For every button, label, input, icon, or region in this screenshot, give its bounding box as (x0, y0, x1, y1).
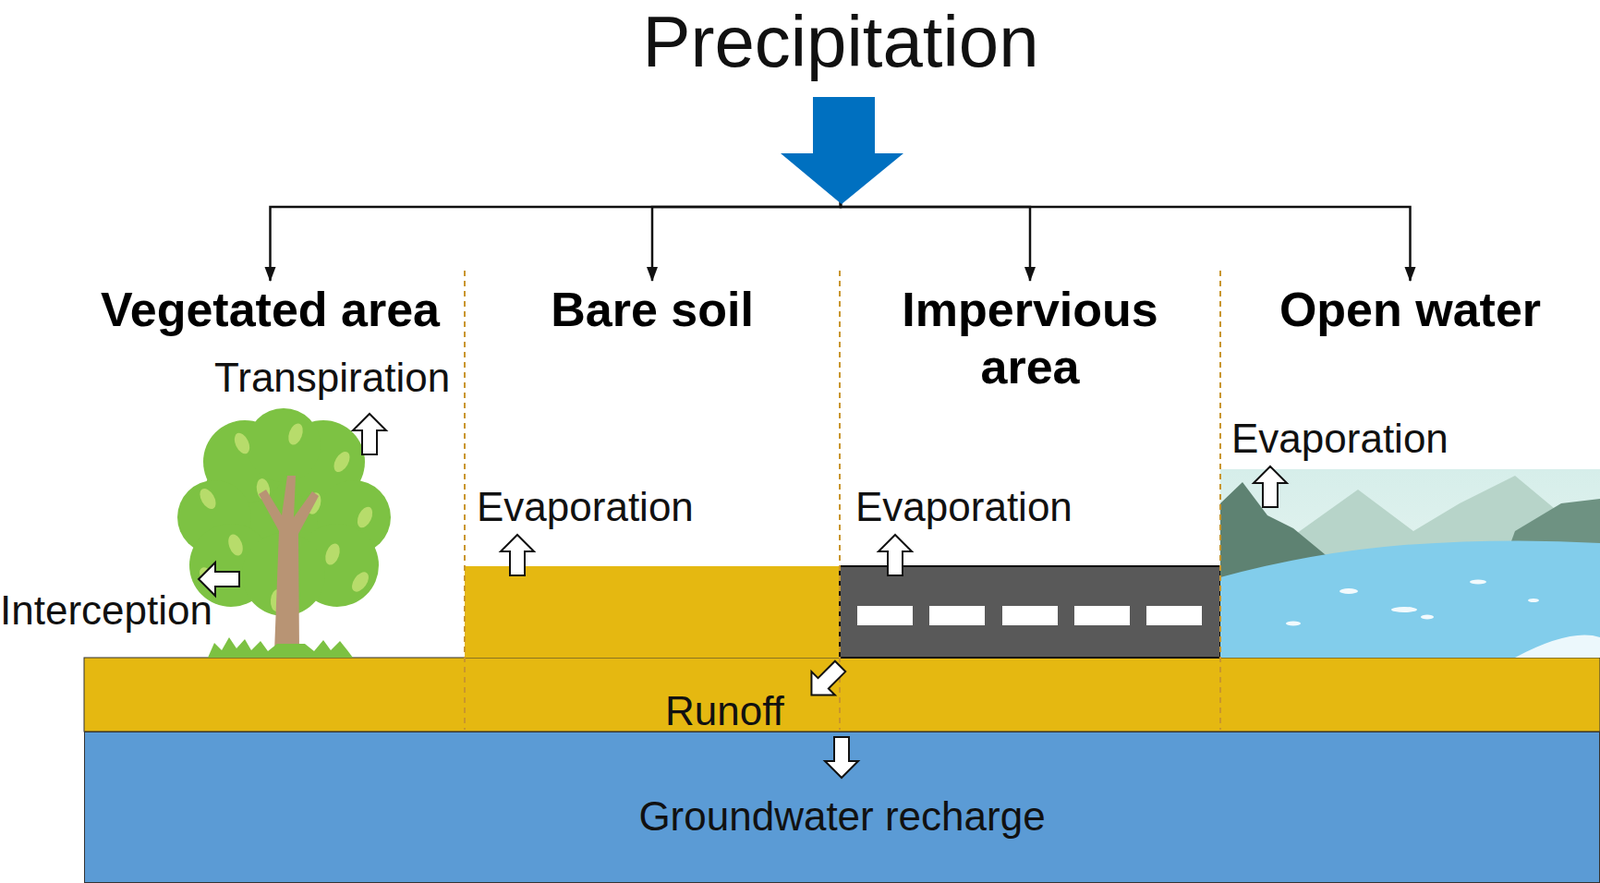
node-heading: Impervious area (891, 280, 1169, 396)
road-surface (839, 566, 1221, 658)
water-highlight (1515, 635, 1600, 658)
process-label: Evaporation (1231, 415, 1449, 462)
node-heading: Groundwater recharge (84, 793, 1600, 840)
far-mountains (1220, 475, 1600, 658)
flow-connector (270, 96, 842, 281)
tree-trunk (258, 475, 319, 653)
hollow-arrow (878, 534, 912, 576)
title-node: Precipitation (591, 0, 1091, 97)
land-zone: Impervious area (839, 280, 1221, 658)
dashed-divider (838, 270, 841, 730)
lake-water (1220, 540, 1600, 658)
hollow-arrow (500, 534, 534, 576)
node-heading: Bare soil (464, 280, 840, 339)
dashed-divider (463, 270, 466, 730)
road-dash (1002, 606, 1058, 626)
sky (1220, 469, 1600, 658)
groundwater-band: Groundwater recharge (84, 731, 1600, 883)
grass (207, 637, 353, 658)
process-label: Transpiration (214, 354, 450, 401)
road-dash (929, 606, 985, 626)
flow-connector (840, 96, 1411, 281)
zone-dividers (464, 270, 1221, 730)
flow-connector (840, 96, 1031, 281)
road-markings (857, 606, 1202, 626)
hollow-arrow (352, 413, 387, 455)
bare-soil-block (464, 566, 840, 658)
flow-connector (652, 96, 841, 281)
flux-arrows (198, 413, 1287, 778)
process-label: Evaporation (855, 484, 1073, 531)
land-zone: Open water (1220, 280, 1600, 658)
hollow-arrow (800, 654, 853, 708)
road-dash (1146, 606, 1202, 626)
hollow-arrow (1253, 466, 1287, 508)
process-label: Evaporation (476, 484, 694, 531)
precipitation-arrow (780, 96, 904, 205)
hollow-arrow (824, 737, 859, 778)
node-heading: Vegetated area (75, 280, 465, 339)
process-label: Interception (0, 587, 213, 634)
dashed-divider (1219, 270, 1222, 730)
road-dash (1074, 606, 1130, 626)
land-zone: Bare soil (464, 280, 840, 658)
soil-band (84, 657, 1600, 732)
water-ripples (1285, 580, 1540, 627)
road-dash (857, 606, 913, 626)
process-label: Runoff (665, 688, 785, 735)
node-heading: Precipitation (591, 0, 1091, 84)
water-scene (1220, 469, 1600, 658)
node-heading: Open water (1220, 280, 1600, 339)
